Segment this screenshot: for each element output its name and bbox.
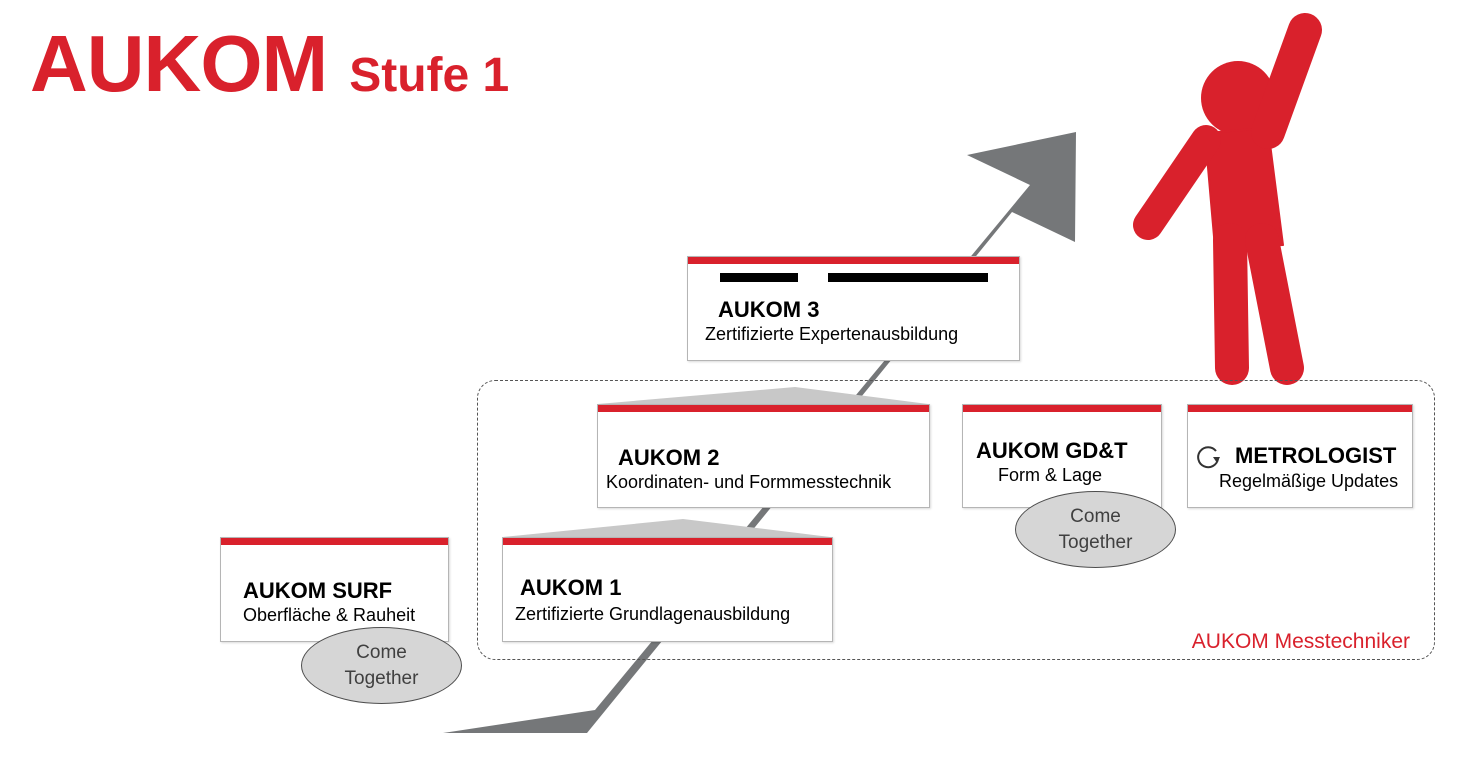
page-title: AUKOM Stufe 1: [30, 18, 509, 110]
card-accent-bar: [963, 405, 1161, 412]
come-together-bubble-gdt: Come Together: [1015, 491, 1176, 568]
refresh-icon: [1197, 446, 1220, 469]
card-aukom-2: AUKOM 2 Koordinaten- und Formmesstechnik: [597, 404, 930, 508]
bubble-line-2: Together: [344, 668, 419, 689]
group-label: AUKOM Messtechniker: [1191, 630, 1410, 653]
card-accent-bar: [503, 538, 832, 545]
card-aukom-gdt: AUKOM GD&T Form & Lage: [962, 404, 1162, 508]
messtechniker-group-outline: [477, 380, 1435, 660]
bubble-line-2: Together: [1058, 532, 1133, 553]
card-aukom-surf: AUKOM SURF Oberfläche & Rauheit: [220, 537, 449, 642]
card-title: AUKOM 3: [718, 297, 820, 322]
card-metrologist: METROLOGIST Regelmäßige Updates: [1187, 404, 1413, 508]
step-connector-2: [598, 387, 928, 404]
redacted-bar: [828, 273, 988, 282]
card-title: METROLOGIST: [1235, 443, 1397, 468]
card-title: AUKOM 2: [618, 445, 720, 470]
card-subtitle: Form & Lage: [998, 465, 1103, 485]
card-title: AUKOM 1: [520, 575, 622, 600]
card-subtitle: Oberfläche & Rauheit: [243, 605, 416, 625]
card-aukom-1: AUKOM 1 Zertifizierte Grundlagenausbildu…: [502, 537, 833, 642]
bubble-line-1: Come: [356, 642, 407, 663]
card-title: AUKOM GD&T: [976, 438, 1128, 463]
card-aukom-3: AUKOM 3 Zertifizierte Expertenausbildung: [687, 256, 1020, 361]
card-accent-bar: [1188, 405, 1412, 412]
card-subtitle: Zertifizierte Grundlagenausbildung: [515, 604, 791, 624]
person-cheering-icon: [1133, 13, 1322, 385]
card-subtitle: Koordinaten- und Formmesstechnik: [606, 472, 892, 492]
card-title: AUKOM SURF: [243, 578, 393, 603]
card-accent-bar: [598, 405, 929, 412]
redacted-bar: [720, 273, 798, 282]
title-main: AUKOM: [30, 19, 328, 108]
title-level: Stufe 1: [349, 49, 510, 102]
step-connector-1: [503, 519, 830, 537]
card-accent-bar: [688, 257, 1019, 264]
come-together-bubble-surf: Come Together: [301, 627, 462, 704]
card-subtitle: Zertifizierte Expertenausbildung: [705, 324, 959, 344]
card-subtitle: Regelmäßige Updates: [1219, 471, 1399, 491]
bubble-line-1: Come: [1070, 506, 1121, 527]
card-accent-bar: [221, 538, 448, 545]
